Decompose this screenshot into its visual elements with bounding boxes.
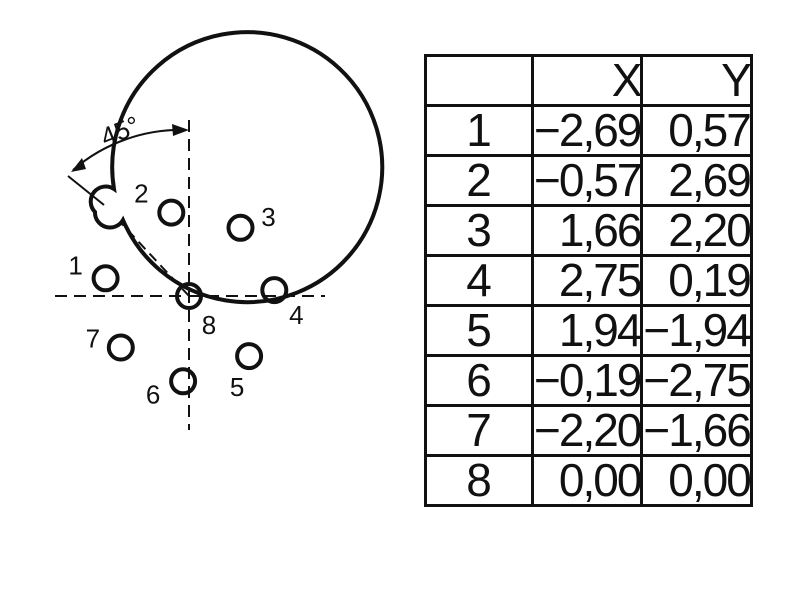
pin-number-cell: 3 xyxy=(424,204,534,257)
pin-7-contact xyxy=(106,333,135,362)
pin-labels-layer: 1 2 3 4 5 6 7 8 xyxy=(68,179,303,410)
pin-number-cell: 2 xyxy=(424,154,534,207)
pin-1-contact xyxy=(91,264,120,293)
x-coordinate-cell: −0,19 xyxy=(530,354,644,407)
x-coordinate-cell: 1,94 xyxy=(530,304,644,357)
pin-6-contact xyxy=(169,367,198,396)
pin-5-contact xyxy=(235,342,264,371)
x-coordinate-cell: −2,20 xyxy=(530,404,644,457)
y-coordinate-cell: −1,66 xyxy=(640,404,753,457)
angle-reference-line xyxy=(121,223,190,297)
x-coordinate-cell: 1,66 xyxy=(530,204,644,257)
y-coordinate-cell: 2,20 xyxy=(640,204,753,257)
arc-arrowhead-left xyxy=(71,158,86,172)
pin-number-cell: 7 xyxy=(424,404,534,457)
pin-5-label: 5 xyxy=(230,372,244,402)
angle-extension-line xyxy=(67,175,105,206)
pin-2-contact xyxy=(157,198,186,227)
arc-arrowhead-right xyxy=(172,124,189,136)
pin-7-label: 7 xyxy=(86,324,100,354)
pin-8-contact xyxy=(175,282,203,310)
x-coordinate-cell: 0,00 xyxy=(530,454,644,507)
pin-1-label: 1 xyxy=(68,250,82,280)
x-coordinate-cell: −2,69 xyxy=(530,104,644,157)
x-coordinate-cell: −0,57 xyxy=(530,154,644,207)
y-coordinate-cell: 0,57 xyxy=(640,104,753,157)
pin-6-label: 6 xyxy=(146,379,160,409)
pin-number-cell: 5 xyxy=(424,304,534,357)
connector-pinout-diagram: 45° 1 2 3 4 5 6 7 8 xyxy=(55,30,385,430)
table-row: 6−0,19−2,75 xyxy=(424,354,753,407)
pin-number-cell: 1 xyxy=(424,104,534,157)
angle-arc xyxy=(72,128,187,171)
pin-4-contact xyxy=(260,276,289,305)
table-header-cell xyxy=(424,54,534,107)
pin-4-label: 4 xyxy=(289,300,303,330)
pin-3-contact xyxy=(226,213,255,242)
table-header-cell: X xyxy=(530,54,644,107)
y-coordinate-cell: −1,94 xyxy=(640,304,753,357)
pin-number-cell: 4 xyxy=(424,254,534,307)
pins-layer xyxy=(91,198,289,396)
y-coordinate-cell: 0,19 xyxy=(640,254,753,307)
y-coordinate-cell: 0,00 xyxy=(640,454,753,507)
pin-3-label: 3 xyxy=(261,202,275,232)
pin-number-cell: 6 xyxy=(424,354,534,407)
y-coordinate-cell: −2,75 xyxy=(640,354,753,407)
pin-8-label: 8 xyxy=(202,310,216,340)
pin-2-label: 2 xyxy=(134,179,148,209)
table-header-cell: Y xyxy=(640,54,753,107)
angle-label: 45° xyxy=(96,110,144,153)
x-coordinate-cell: 2,75 xyxy=(530,254,644,307)
connector-outline xyxy=(88,30,385,305)
pin-number-cell: 8 xyxy=(424,454,534,507)
table-row: 7−2,20−1,66 xyxy=(424,404,753,457)
y-coordinate-cell: 2,69 xyxy=(640,154,753,207)
